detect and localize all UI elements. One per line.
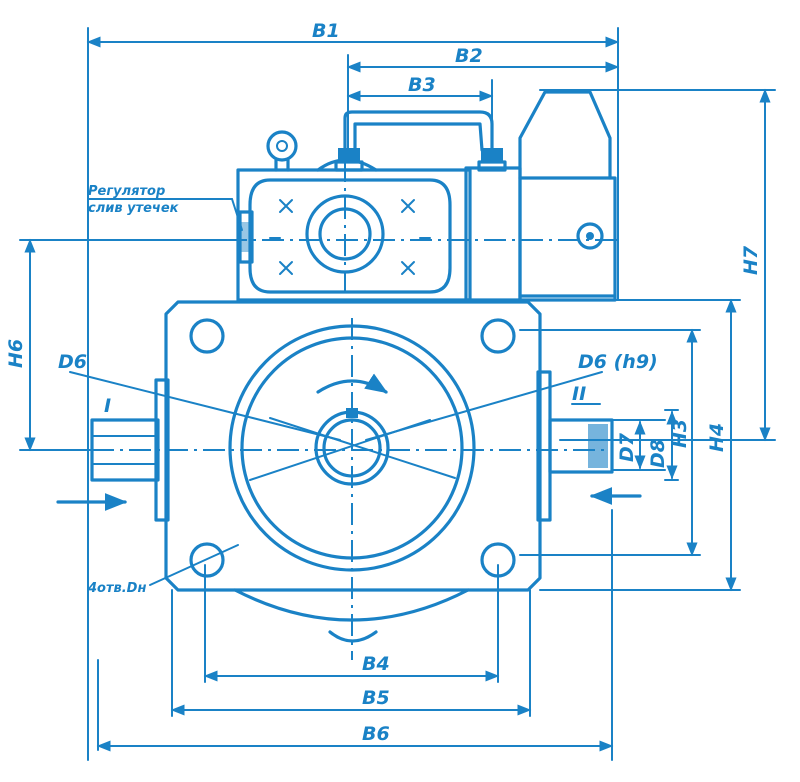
label-b4: B4	[362, 653, 390, 675]
dimension-labels: B1 B2 B3 B4 B5 B6 H7 H4 H3 H6 D7 D8 D6 D…	[5, 20, 762, 745]
label-d8: D8	[647, 439, 669, 468]
label-b6: B6	[362, 723, 390, 745]
label-regulator: Регулятор	[88, 184, 165, 199]
label-d6-h9: D6 (h9)	[578, 351, 658, 373]
label-drain: слив утечек	[88, 201, 180, 216]
label-h6: H6	[5, 339, 27, 368]
label-b5: B5	[362, 687, 390, 709]
label-b1: B1	[312, 20, 340, 42]
ports	[56, 418, 642, 511]
pump-body	[69, 300, 610, 660]
label-port-outlet: II	[572, 383, 586, 405]
label-d7: D7	[616, 432, 638, 462]
label-d6: D6	[58, 351, 87, 373]
label-holes: 4отв.Dн	[87, 581, 146, 596]
label-port-inlet: I	[104, 395, 111, 417]
label-h7: H7	[740, 245, 762, 275]
regulator-housing	[225, 130, 618, 302]
label-h3: H3	[669, 419, 691, 448]
valve-block	[334, 90, 617, 302]
dimension-lines	[19, 27, 776, 761]
label-b2: B2	[455, 45, 483, 67]
label-b3: B3	[408, 74, 436, 96]
label-h4: H4	[706, 423, 728, 452]
